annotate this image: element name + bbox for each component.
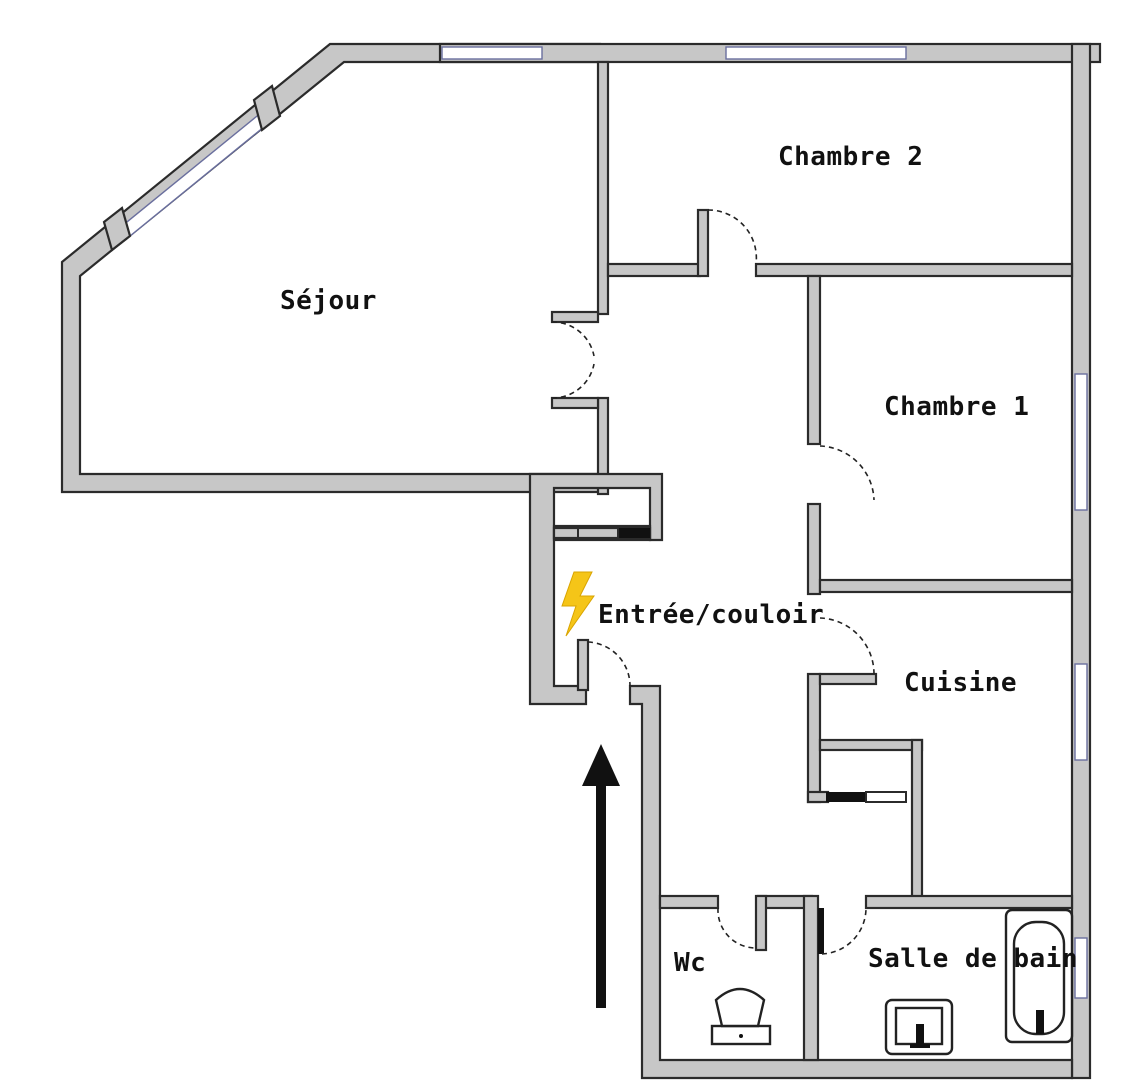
right-windows <box>1074 373 1088 999</box>
entrance-walls <box>528 472 664 706</box>
chambre2-bottom-wall <box>606 208 1074 278</box>
room-label-wc: Wc <box>674 948 707 978</box>
lightning-bolt-icon <box>561 571 595 637</box>
arrow-up-icon <box>582 744 620 1008</box>
sejour-diagonal-window <box>102 84 282 252</box>
bathtub-fixture <box>1004 908 1074 1044</box>
bathroom-top-wall <box>658 894 1074 1062</box>
corridor-lower-wall <box>628 684 1074 1080</box>
top-windows <box>441 46 907 60</box>
sejour-corridor-wall <box>596 60 610 496</box>
room-label-entree: Entrée/couloir <box>598 600 825 630</box>
doors <box>550 209 875 955</box>
top-right-walls <box>438 42 1102 1080</box>
room-label-salle-de-bain: Salle de bain <box>868 944 1078 974</box>
room-label-chambre-2: Chambre 2 <box>778 142 924 172</box>
chambre1-left-wall <box>806 274 1074 596</box>
room-label-sejour: Séjour <box>280 286 377 316</box>
sejour-walls <box>60 42 602 494</box>
toilet-fixture <box>710 987 772 1046</box>
kitchen-closet <box>806 738 924 902</box>
cuisine-left-wall <box>806 672 878 804</box>
sink-fixture <box>884 998 954 1056</box>
room-label-cuisine: Cuisine <box>904 668 1018 698</box>
room-label-chambre-1: Chambre 1 <box>884 392 1030 422</box>
